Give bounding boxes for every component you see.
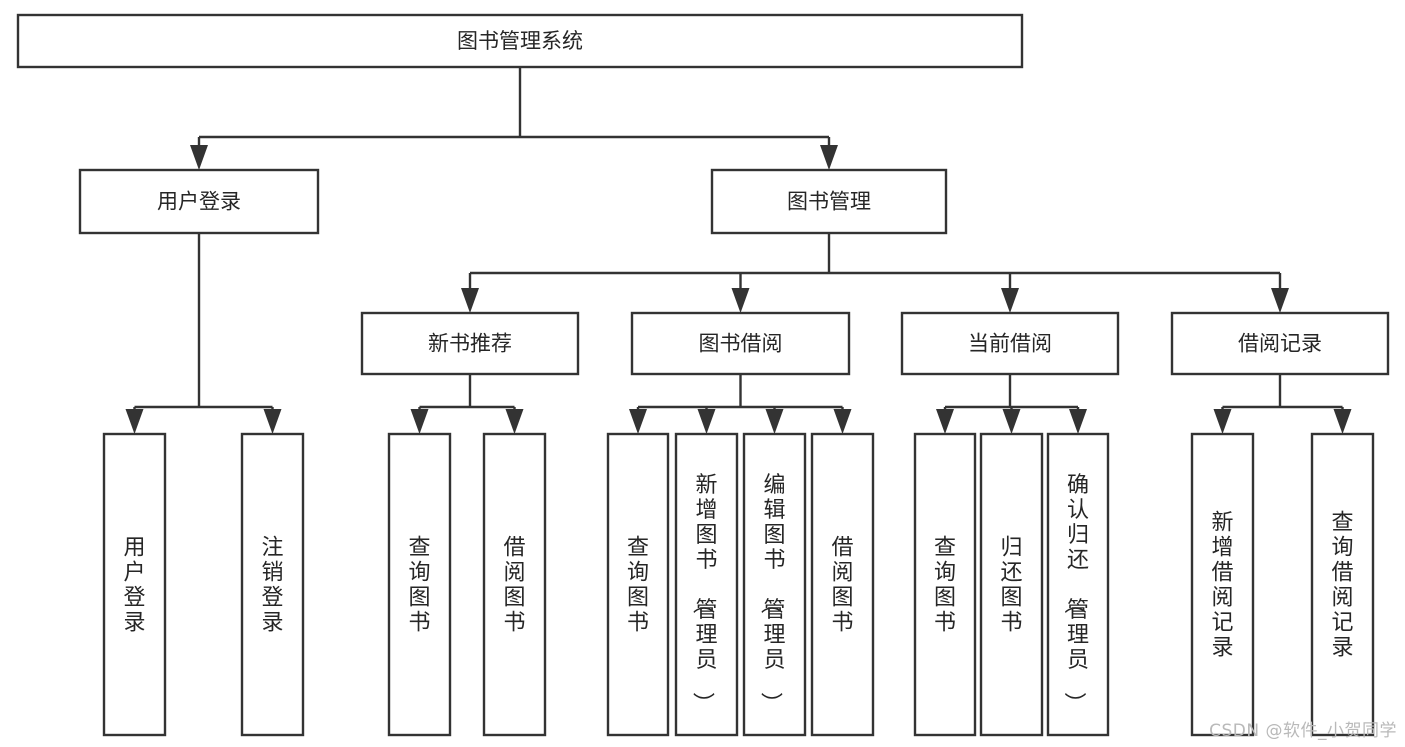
edge-arrowhead-icon: [629, 409, 647, 434]
edge-arrowhead-icon: [190, 145, 208, 170]
edge-arrowhead-icon: [1069, 409, 1087, 434]
node-box: [102, 432, 167, 737]
node-label: 图书管理: [787, 190, 871, 214]
node-box: [606, 432, 670, 737]
edge-arrowhead-icon: [731, 288, 750, 313]
edge-arrowhead-icon: [505, 409, 524, 434]
edge-arrowhead-icon: [461, 288, 479, 313]
node-leaf-query-book-1[interactable]: 查询图书: [387, 432, 452, 737]
node-label: 确认归还（管理员）: [1061, 473, 1089, 714]
node-leaf-query-book-3[interactable]: 查询图书: [913, 432, 977, 737]
node-box: [360, 311, 580, 376]
node-label: 用户登录: [123, 536, 145, 636]
edge-arrowhead-icon: [1333, 409, 1352, 434]
node-box: [913, 432, 977, 737]
node-leaf-user-logout[interactable]: 注销登录: [240, 432, 305, 737]
node-leaf-add-book[interactable]: 新增图书（管理员）: [674, 432, 739, 737]
node-box: [710, 168, 948, 235]
node-leaf-query-borrow-record[interactable]: 查询借阅记录: [1310, 432, 1375, 737]
node-new-book-recommend[interactable]: 新书推荐: [360, 311, 580, 376]
node-label: 注销登录: [261, 536, 283, 636]
edge-arrowhead-icon: [410, 409, 429, 434]
node-label: 借阅图书: [831, 536, 853, 636]
node-label: 借阅图书: [503, 536, 525, 636]
node-box: [16, 13, 1024, 69]
edge-arrowhead-icon: [765, 409, 784, 434]
node-book-borrow[interactable]: 图书借阅: [630, 311, 851, 376]
node-leaf-borrow-book-1[interactable]: 借阅图书: [482, 432, 547, 737]
node-box: [482, 432, 547, 737]
node-label: 新书推荐: [428, 332, 512, 356]
node-box: [630, 311, 851, 376]
node-box: [742, 432, 807, 737]
node-label: 查询借阅记录: [1331, 511, 1353, 661]
edge-arrowhead-icon: [1213, 409, 1232, 434]
edge-arrowhead-icon: [820, 145, 838, 170]
node-label: 新增图书（管理员）: [689, 473, 717, 714]
node-label: 用户登录: [157, 190, 241, 214]
edge-arrowhead-icon: [936, 409, 954, 434]
node-root[interactable]: 图书管理系统: [16, 13, 1024, 69]
edge-arrowhead-icon: [125, 409, 144, 434]
node-label: 编辑图书（管理员）: [757, 473, 785, 714]
node-box: [900, 311, 1120, 376]
node-label: 借阅记录: [1238, 332, 1322, 356]
node-box: [1190, 432, 1255, 737]
node-leaf-add-borrow-record[interactable]: 新增借阅记录: [1190, 432, 1255, 737]
node-box: [674, 432, 739, 737]
node-book-manage[interactable]: 图书管理: [710, 168, 948, 235]
node-leaf-edit-book[interactable]: 编辑图书（管理员）: [742, 432, 807, 737]
edge-arrowhead-icon: [1271, 288, 1289, 313]
node-label: 新增借阅记录: [1211, 511, 1233, 661]
node-box: [387, 432, 452, 737]
nodes-layer: 图书管理系统用户登录图书管理新书推荐图书借阅当前借阅借阅记录用户登录注销登录查询…: [16, 13, 1390, 737]
node-label: 图书管理系统: [457, 29, 583, 53]
node-box: [979, 432, 1044, 737]
node-current-borrow[interactable]: 当前借阅: [900, 311, 1120, 376]
edge-arrowhead-icon: [263, 409, 282, 434]
node-label: 查询图书: [934, 536, 956, 636]
node-box: [810, 432, 875, 737]
node-box: [1170, 311, 1390, 376]
node-leaf-query-book-2[interactable]: 查询图书: [606, 432, 670, 737]
edge-arrowhead-icon: [1002, 409, 1021, 434]
node-box: [78, 168, 320, 235]
edge-arrowhead-icon: [1001, 288, 1019, 313]
node-box: [1046, 432, 1110, 737]
node-leaf-borrow-book-2[interactable]: 借阅图书: [810, 432, 875, 737]
node-box: [240, 432, 305, 737]
node-leaf-confirm-return[interactable]: 确认归还（管理员）: [1046, 432, 1110, 737]
edge-arrowhead-icon: [833, 409, 852, 434]
node-label: 图书借阅: [699, 332, 783, 356]
node-box: [1310, 432, 1375, 737]
node-user-login[interactable]: 用户登录: [78, 168, 320, 235]
node-label: 当前借阅: [968, 332, 1052, 356]
node-label: 查询图书: [408, 536, 430, 636]
edges-layer: [125, 67, 1352, 434]
node-borrow-record[interactable]: 借阅记录: [1170, 311, 1390, 376]
node-label: 归还图书: [1000, 536, 1022, 636]
node-label: 查询图书: [627, 536, 649, 636]
node-leaf-user-login[interactable]: 用户登录: [102, 432, 167, 737]
node-leaf-return-book[interactable]: 归还图书: [979, 432, 1044, 737]
edge-arrowhead-icon: [697, 409, 716, 434]
